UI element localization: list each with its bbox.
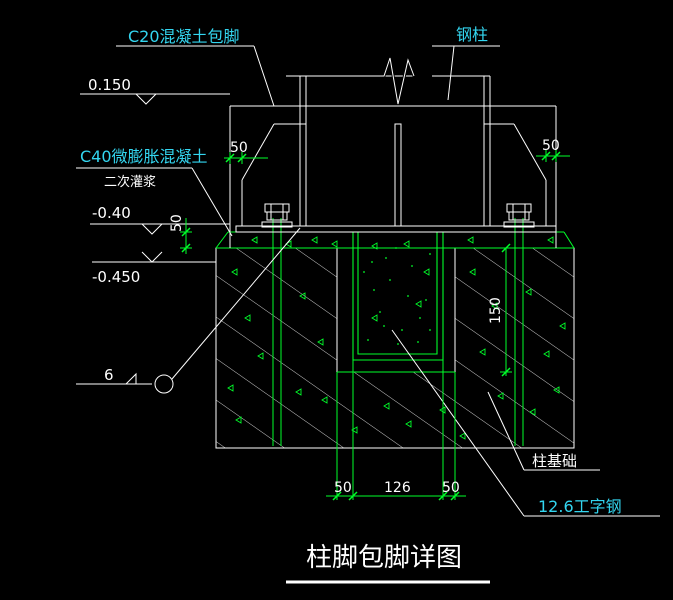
steel-column-label: 钢柱 [456, 25, 488, 44]
grout-layer-triangles [251, 236, 554, 248]
column-foundation-block [215, 240, 575, 449]
foundation-recess [336, 247, 456, 373]
i-beam-callout: 12.6工字钢 [391, 329, 660, 517]
drawing-title: 柱脚包脚详图 [306, 543, 462, 573]
c40-label-line1: C40微膨胀混凝土 [80, 147, 208, 166]
dim-bottom-left-50-text: 50 [334, 480, 352, 496]
dimension-vertical-50: 50 [169, 214, 192, 254]
c20-callout: C20混凝土包脚 [116, 27, 275, 107]
i-beam-label: 12.6工字钢 [538, 497, 622, 516]
anchor-bolt-right [514, 218, 524, 446]
elevation-marker-low: -0.450 [92, 251, 216, 286]
dimension-left-50: 50 [224, 140, 268, 164]
column-break-line [364, 54, 432, 105]
dim-left-50-text: 50 [230, 140, 248, 156]
dim-right-50-text: 50 [542, 138, 560, 154]
bolt-nut-left [261, 203, 293, 228]
dim-vertical-50-text: 50 [169, 214, 185, 232]
i-beam-12-6 [337, 232, 455, 373]
steel-column [286, 54, 491, 227]
c20-label: C20混凝土包脚 [128, 27, 240, 46]
c20-encasement-outline [229, 105, 557, 248]
elevation-mid-label: -0.40 [92, 204, 131, 222]
c40-grout-callout: C40微膨胀混凝土 二次灌浆 [76, 147, 233, 237]
c40-grout-layer [215, 231, 575, 249]
elevation-marker-mid: -0.40 [90, 204, 230, 235]
bolt-nut-right [503, 203, 535, 228]
weld-symbol: 6 [76, 227, 301, 394]
drawing-title-block: 柱脚包脚详图 [286, 543, 490, 584]
anchor-bolt-left [272, 218, 282, 446]
dimension-right-50: 50 [536, 138, 570, 162]
elevation-marker-top: 0.150 [80, 76, 230, 105]
weld-all-around-icon [154, 374, 174, 394]
column-foundation-label: 柱基础 [532, 452, 577, 470]
steel-column-callout: 钢柱 [432, 25, 500, 101]
dimension-bottom-chain: 50 126 50 [326, 360, 466, 501]
column-foundation-callout: 柱基础 [487, 391, 600, 471]
dimension-depth-150: 150 [488, 243, 512, 377]
c40-label-line2: 二次灌浆 [104, 174, 156, 190]
elevation-top-label: 0.150 [88, 76, 131, 94]
weld-size-label: 6 [104, 366, 114, 384]
dim-depth-150-text: 150 [488, 297, 504, 324]
elevation-low-label: -0.450 [92, 268, 140, 286]
dim-bottom-right-50-text: 50 [442, 480, 460, 496]
dim-bottom-126-text: 126 [384, 480, 411, 496]
